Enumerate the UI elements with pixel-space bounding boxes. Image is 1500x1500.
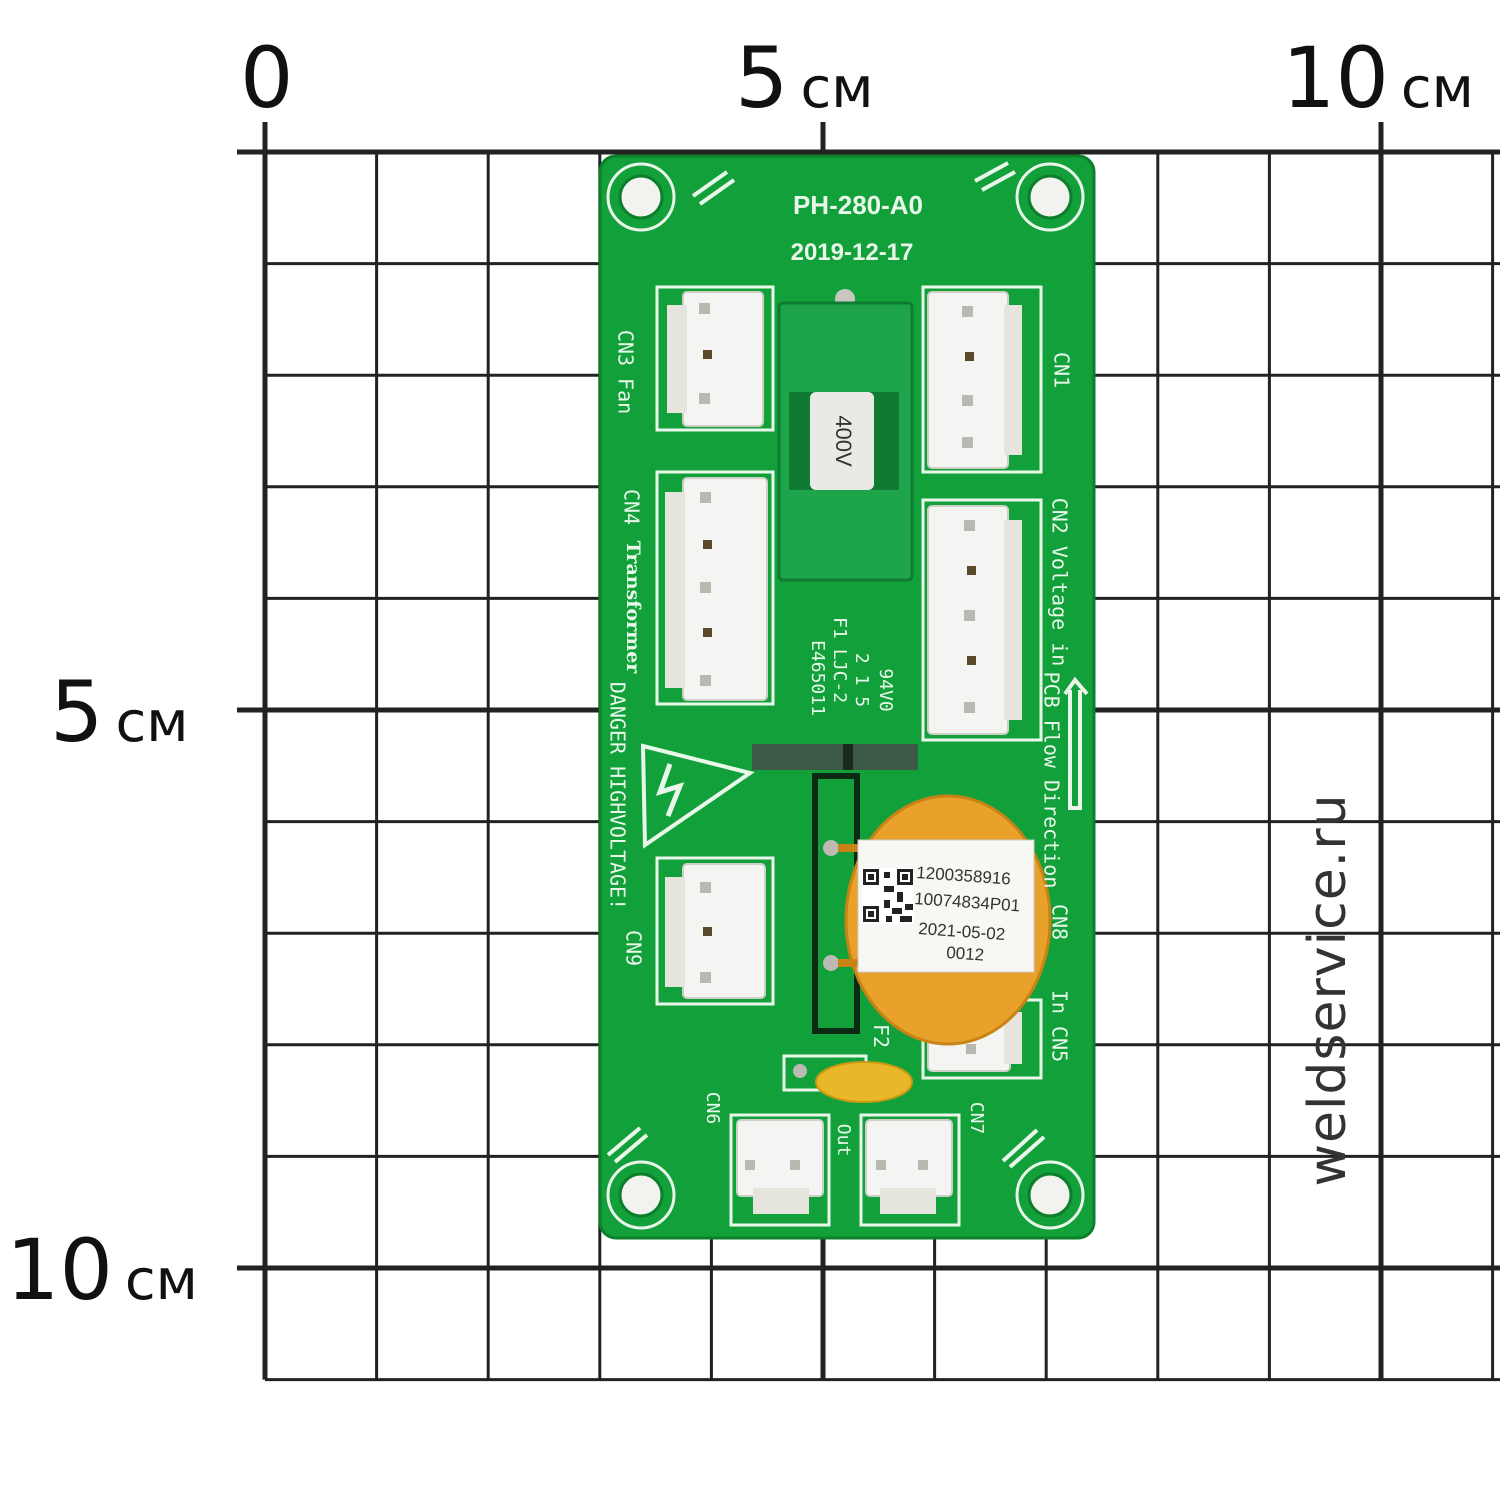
label-cn9: CN9 [622, 930, 646, 966]
qr-code-icon [862, 868, 914, 924]
scale-top-zero: 0 [240, 29, 294, 127]
mount-hole-tl [606, 162, 676, 232]
fuse-f2-label: F2 [869, 1024, 893, 1048]
watermark-text: weldservice.ru [1298, 793, 1358, 1187]
varistor: 1200358916 10074834P01 2021-05-02 0012 [823, 794, 1052, 1046]
connector-cn2 [921, 498, 1043, 742]
pcb-board: PH-280-A0 2019-12-17 [598, 154, 1096, 1240]
mount-hole-tr [1015, 162, 1085, 232]
scale-left-ten-num: 10 [6, 1221, 113, 1319]
scale-top-ten-unit: см [1400, 56, 1474, 121]
label-cn3: CN3 Fan [614, 330, 638, 414]
label-flow: PCB Flow Direction [1040, 672, 1064, 889]
fuse-code: LJC-2 [829, 649, 850, 703]
label-cn8: CN8 [1048, 904, 1072, 940]
label-cn5: In CN5 [1048, 990, 1072, 1062]
mount-hole-br [1015, 1160, 1085, 1230]
connector-cn7 [859, 1113, 961, 1227]
label-cn4: CN4 [620, 489, 644, 525]
fuse-label: F1 [829, 617, 850, 639]
dark-strip [752, 744, 918, 770]
scale-top-five-unit: см [800, 56, 874, 121]
scale-left-ten-unit: см [124, 1248, 198, 1313]
label-danger-2: VOLTAGE! [606, 814, 630, 910]
sticker-line4: 0012 [946, 943, 985, 965]
connector-cn1 [921, 285, 1043, 474]
fuse-rating: 400V [831, 415, 856, 467]
board-model: PH-280-A0 [793, 190, 923, 220]
fuse-num: 2 1 5 [851, 653, 872, 707]
label-out: Out [833, 1124, 854, 1157]
label-cn4-sub: Transformer [622, 541, 644, 675]
scale-left-five-unit: см [115, 690, 189, 755]
connector-cn9 [655, 856, 775, 1006]
mount-hole-bl [606, 1160, 676, 1230]
board-date: 2019-12-17 [791, 239, 914, 266]
label-cn7: CN7 [966, 1102, 987, 1135]
label-danger-1: DANGER HIGH [606, 682, 630, 814]
fuse-cert: E465011 [807, 640, 828, 716]
fuse-silk-text: F1 E465011 LJC-2 2 1 5 94V0 [807, 617, 896, 716]
label-cn1: CN1 [1050, 352, 1074, 388]
fuse-f2: F2 [782, 1024, 913, 1103]
flow-arrow-icon [1063, 676, 1089, 810]
screw-mark-icon [606, 161, 1046, 1169]
label-cn2: CN2 Voltage in [1048, 498, 1072, 667]
fuse-grade: 94V0 [875, 668, 896, 711]
fuse-holder: 400V [777, 289, 914, 582]
connector-cn3 [655, 285, 775, 432]
connector-cn4 [655, 470, 775, 706]
connector-cn6 [729, 1113, 831, 1227]
scale-left-five-num: 5 [50, 663, 104, 761]
label-cn6: CN6 [702, 1092, 723, 1125]
high-voltage-icon [640, 743, 755, 849]
scale-top-ten-num: 10 [1282, 29, 1389, 127]
scale-top-five-num: 5 [735, 29, 789, 127]
